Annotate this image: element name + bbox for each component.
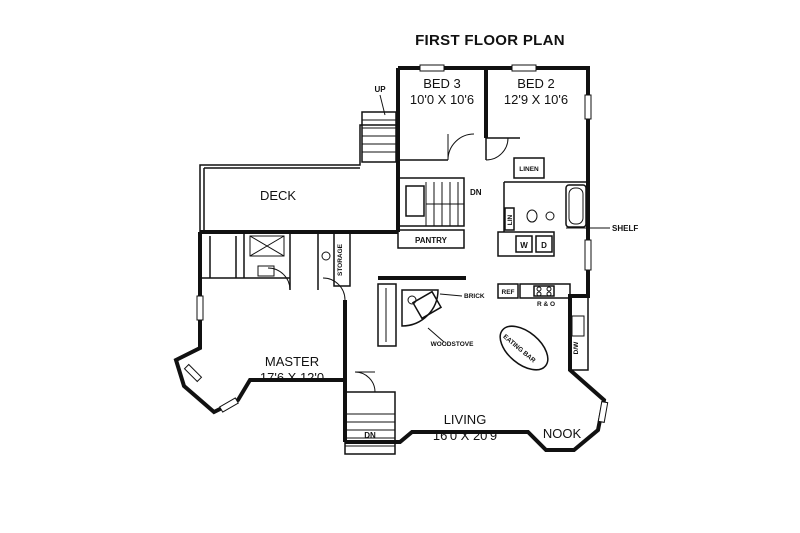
bed3-size: 10'0 X 10'6	[410, 92, 474, 107]
svg-text:LIN: LIN	[507, 214, 514, 225]
master-name: MASTER	[265, 354, 319, 369]
master-size: 17'6 X 12'0	[260, 370, 324, 385]
pantry: PANTRY	[397, 229, 465, 249]
svg-text:D/W: D/W	[573, 341, 580, 355]
brick-label: BRICK	[464, 293, 485, 300]
linen-closet: LINEN	[513, 157, 545, 179]
svg-text:R & O: R & O	[537, 301, 555, 308]
eating-bar-label: EATING BAR	[501, 333, 536, 364]
entry-stair-label: DN	[364, 431, 376, 440]
bed3-name: BED 3	[423, 76, 461, 91]
stair-up-label: UP	[374, 85, 386, 94]
storage-label: STORAGE	[337, 243, 344, 276]
svg-text:LINEN: LINEN	[519, 166, 539, 173]
bed2-name: BED 2	[517, 76, 555, 91]
kitchen: REF R & O D/W EATING BAR	[497, 283, 589, 371]
stair-up: UP	[361, 85, 397, 163]
woodstove-label: WOODSTOVE	[431, 341, 475, 348]
master-bath: STORAGE	[200, 231, 351, 301]
laundry: W D	[497, 231, 555, 257]
svg-text:D: D	[541, 241, 547, 250]
bathroom-hall: LIN	[503, 181, 588, 232]
living-size: 16'0 X 20'9	[433, 428, 497, 443]
plan-title: FIRST FLOOR PLAN	[415, 32, 565, 49]
bed2-size: 12'9 X 10'6	[504, 92, 568, 107]
door-swing-bed3	[447, 133, 475, 161]
svg-text:PANTRY: PANTRY	[415, 236, 448, 245]
nook-name: NOOK	[543, 426, 582, 441]
deck: DECK	[199, 124, 398, 232]
svg-text:W: W	[520, 241, 528, 250]
woodstove-area: BRICK WOODSTOVE	[377, 276, 485, 348]
stair-down: DN	[397, 177, 482, 227]
living-name: LIVING	[444, 412, 487, 427]
svg-text:REF: REF	[502, 289, 515, 296]
shelf-label: SHELF	[612, 224, 638, 233]
entry-stair: DN	[344, 371, 396, 455]
stair-down-label: DN	[470, 188, 482, 197]
deck-label: DECK	[260, 188, 296, 203]
